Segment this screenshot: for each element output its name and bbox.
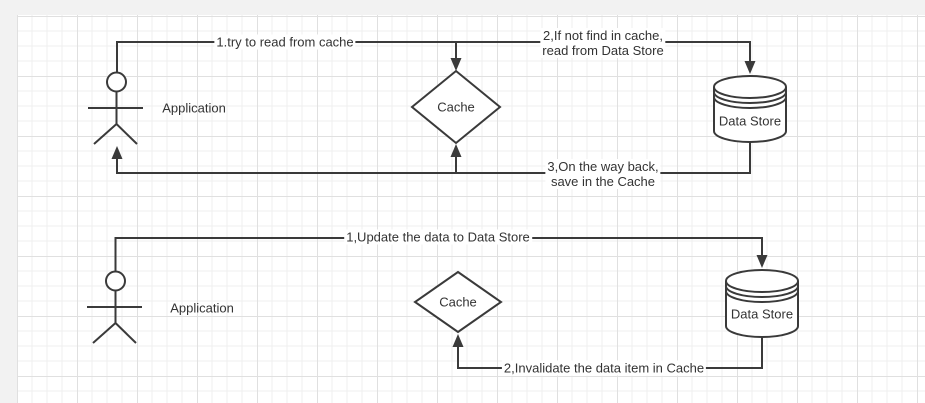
edge-label-way-back-line1: 3,On the way back, [547, 159, 659, 174]
cache2-diamond[interactable] [413, 270, 503, 334]
connector-read-return[interactable] [116, 142, 751, 174]
arrowhead-into-cache2-bottom [452, 334, 464, 347]
datastore1-rings [713, 86, 787, 109]
edge-label-not-found-line1: 2,If not find in cache, [543, 28, 663, 43]
actor2-legs [92, 322, 137, 344]
actor1-head [106, 71, 127, 93]
connector-read-request[interactable] [116, 41, 751, 73]
actor-application-2[interactable] [87, 270, 142, 344]
arrowhead-into-datastore1-top [744, 61, 756, 74]
cache2-label: Cache [439, 294, 477, 310]
cache1-diamond[interactable] [410, 69, 502, 145]
actor2-head [105, 270, 126, 292]
edge-label-not-found[interactable]: 2,If not find in cache, read from Data S… [540, 28, 666, 58]
grid [17, 15, 925, 403]
arrowhead-into-datastore2-top [756, 255, 768, 268]
arrowhead-into-actor1 [111, 146, 123, 159]
cache1-label: Cache [437, 99, 475, 115]
datastore2-label: Data Store [730, 306, 794, 322]
edge-label-not-found-line2: read from Data Store [542, 43, 664, 58]
datastore2-cylinder[interactable] [725, 269, 799, 338]
actor1-label: Application [162, 100, 226, 116]
edge-label-invalidate[interactable]: 2,Invalidate the data item in Cache [501, 360, 707, 376]
edge-label-way-back[interactable]: 3,On the way back, save in the Cache [545, 159, 661, 189]
arrowhead-into-cache1-bottom [450, 144, 462, 157]
datastore2-outline [725, 269, 799, 338]
edge-label-try-read[interactable]: 1.try to read from cache [214, 34, 356, 50]
datastore2-rings [725, 280, 799, 303]
actor-application-1[interactable] [88, 71, 143, 145]
edge-label-way-back-line2: save in the Cache [550, 174, 656, 189]
edge-label-update[interactable]: 1,Update the data to Data Store [344, 229, 532, 245]
arrowhead-into-cache1-top [450, 58, 462, 71]
actor2-label: Application [170, 300, 234, 316]
datastore1-cylinder[interactable] [713, 75, 787, 143]
datastore1-label: Data Store [718, 113, 782, 129]
actor1-legs [93, 123, 138, 145]
